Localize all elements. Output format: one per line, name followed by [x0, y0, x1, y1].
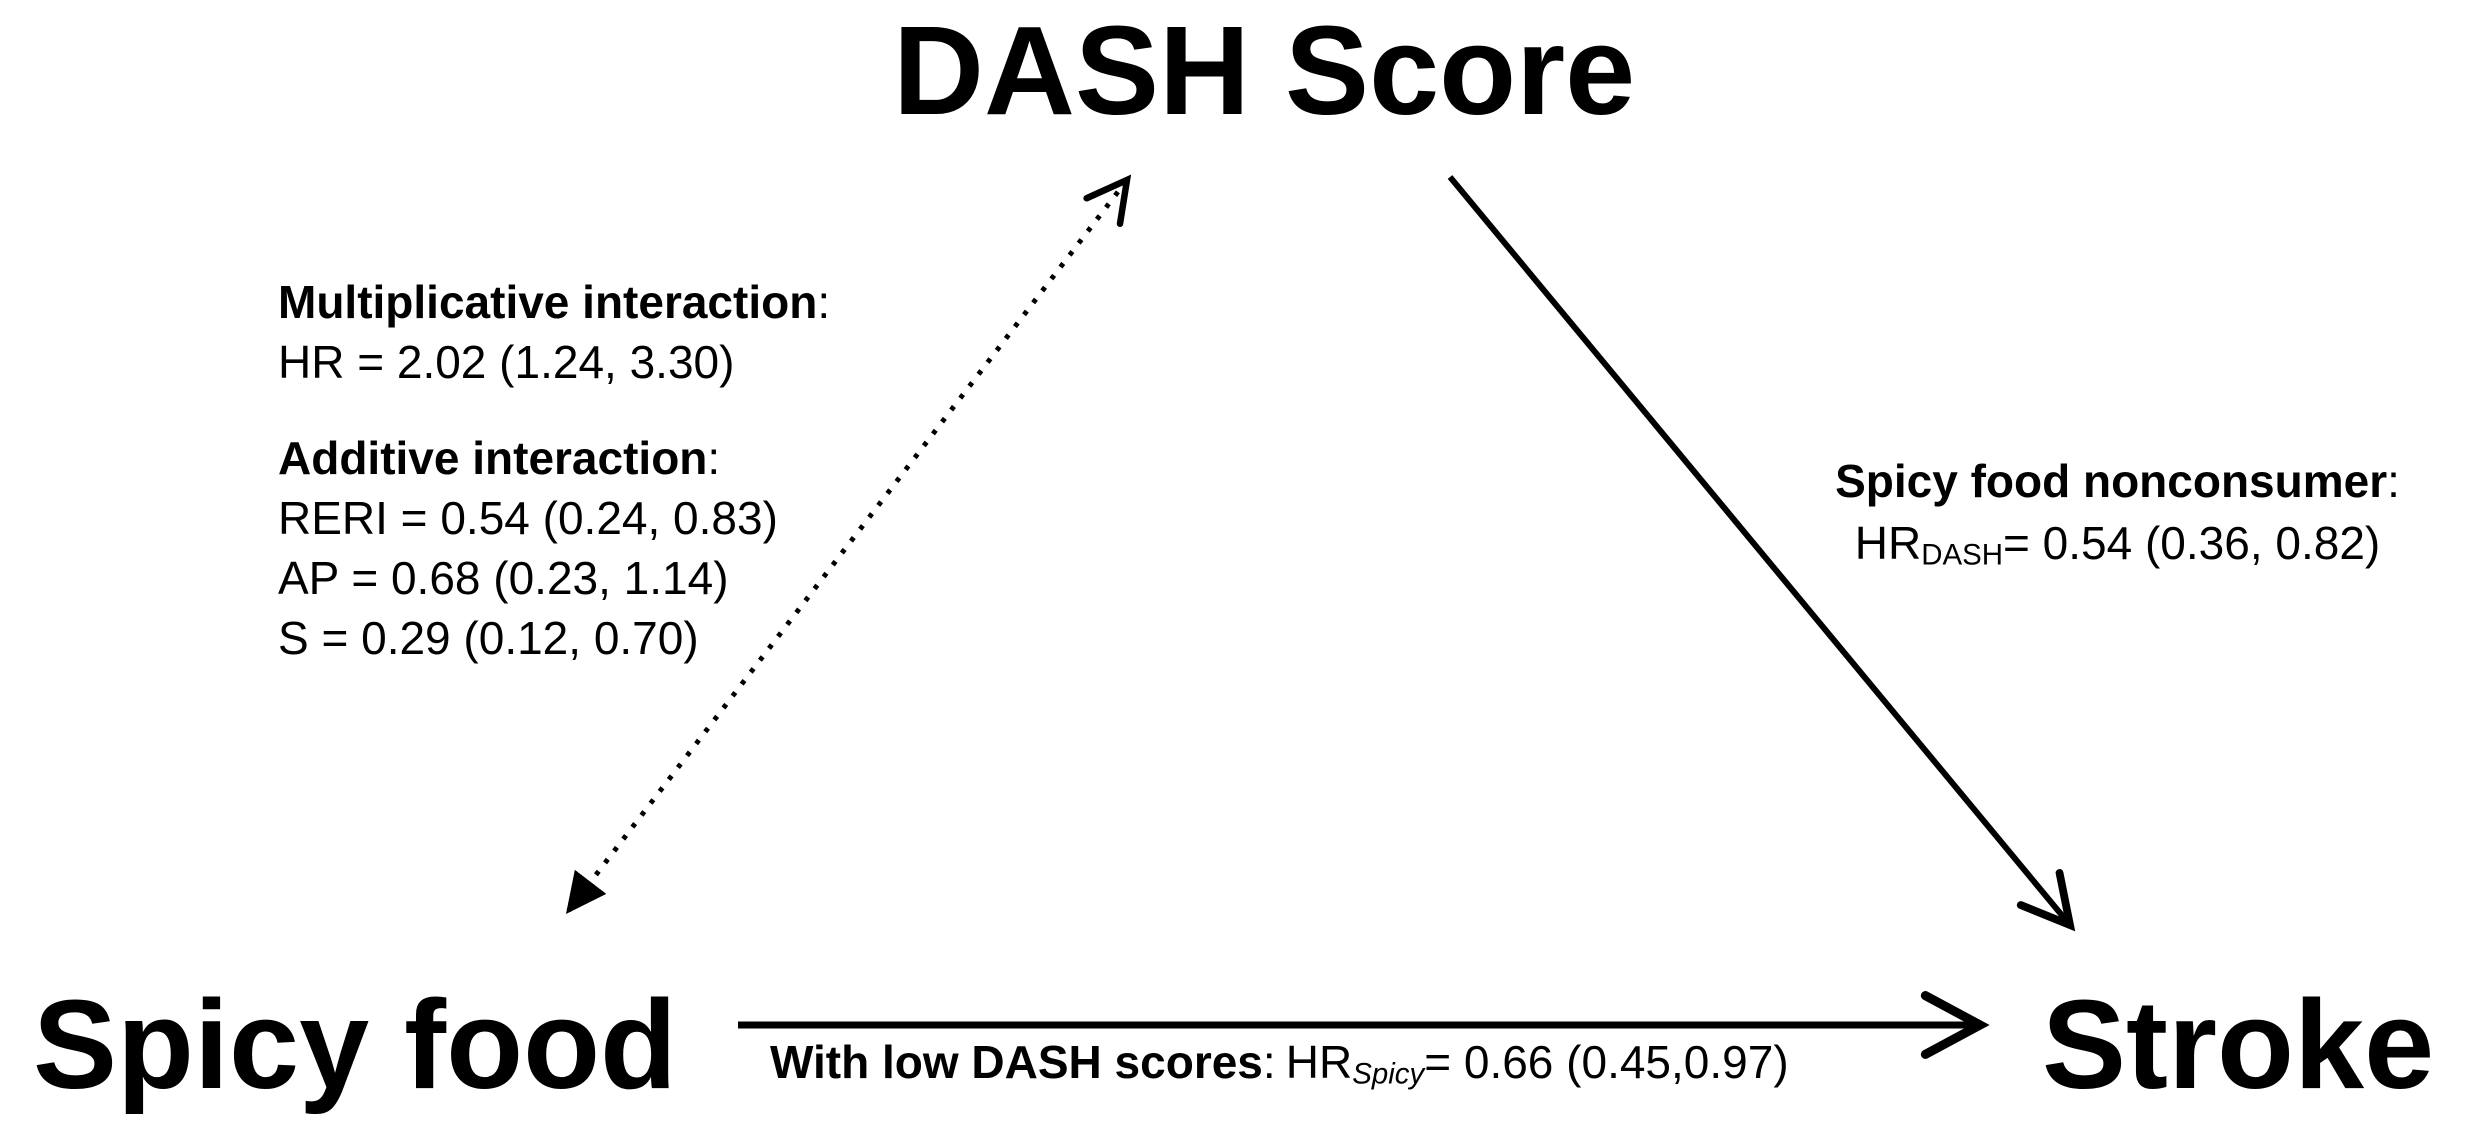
node-stroke: Stroke — [2042, 974, 2435, 1115]
interaction-panel: Multiplicative interaction: HR = 2.02 (1… — [278, 272, 830, 668]
additive-interaction-heading: Additive interaction: — [278, 432, 721, 484]
node-dash-score: DASH Score — [893, 0, 1636, 141]
spicy-stroke-annotation: With low DASH scores:HRSpicy= 0.66 (0.45… — [770, 1036, 1789, 1091]
additive-s-value: S = 0.29 (0.12, 0.70) — [278, 612, 699, 664]
panel-spacer — [278, 392, 830, 428]
additive-ap-value: AP = 0.68 (0.23, 1.14) — [278, 552, 729, 604]
node-spicy-food: Spicy food — [33, 974, 678, 1115]
additive-reri-value: RERI = 0.54 (0.24, 0.83) — [278, 492, 778, 544]
dash-stroke-annotation: Spicy food nonconsumer: HRDASH= 0.54 (0.… — [1795, 450, 2440, 586]
dash-stroke-heading: Spicy food nonconsumer: — [1835, 455, 2400, 507]
multiplicative-interaction-heading: Multiplicative interaction: — [278, 276, 831, 328]
dash-stroke-hr-value: HRDASH= 0.54 (0.36, 0.82) — [1854, 517, 2381, 572]
multiplicative-hr-value: HR = 2.02 (1.24, 3.30) — [278, 336, 735, 388]
